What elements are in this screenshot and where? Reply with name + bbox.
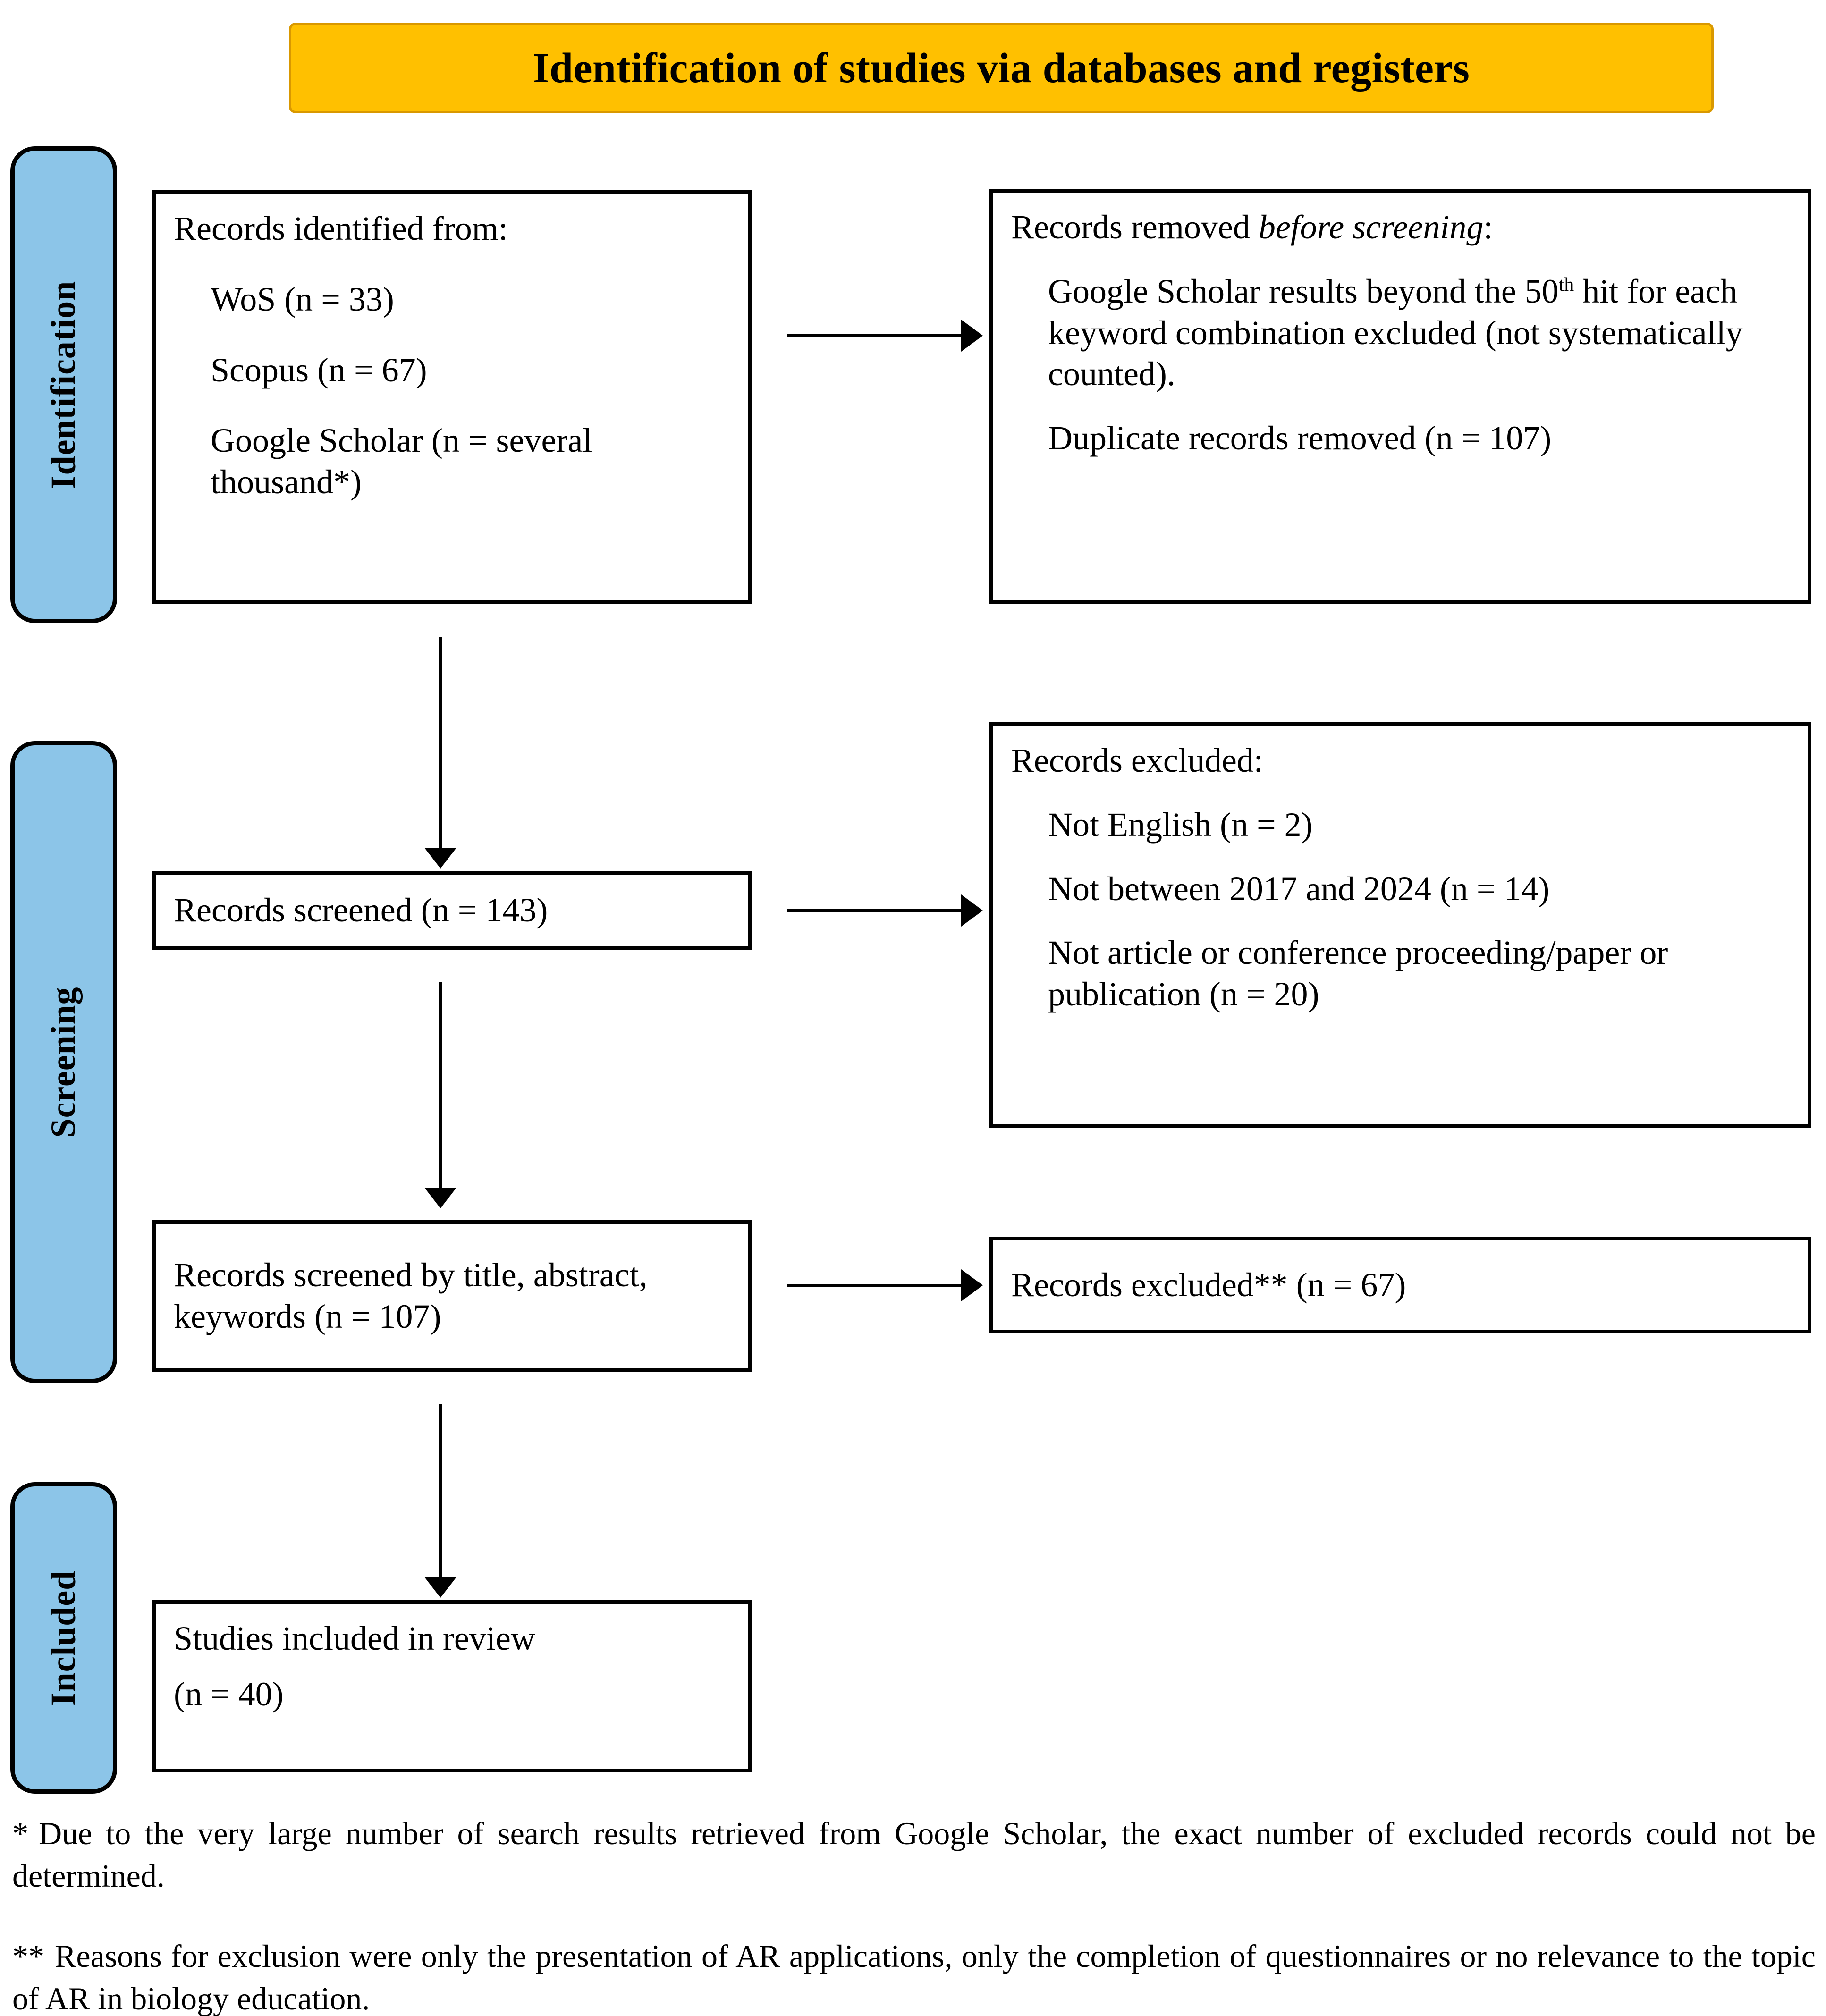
records-screened-by-title-text: Records screened by title, abstract, key…	[174, 1256, 648, 1335]
studies-included-line1: Studies included in review	[174, 1620, 535, 1657]
phase-label-identification: Identification	[44, 280, 83, 489]
records-removed-heading-tail: :	[1483, 208, 1493, 246]
records-removed-heading-italic: before screening	[1258, 208, 1484, 246]
footnote-single-asterisk-marker: *	[12, 1815, 28, 1851]
diagram-header-banner: Identification of studies via databases …	[289, 23, 1714, 113]
records-removed-heading: Records removed before screening:	[1011, 207, 1792, 248]
arrow-title-screened-to-excluded-secondary	[787, 1284, 962, 1287]
records-excluded-secondary-text: Records excluded** (n = 67)	[1011, 1265, 1406, 1304]
records-excluded-heading: Records excluded:	[1011, 742, 1263, 779]
records-excluded-reason-date-range: Not between 2017 and 2024 (n = 14)	[1048, 869, 1550, 908]
phase-label-included: Included	[44, 1570, 83, 1706]
records-removed-line1-continued: hit for each keyword combination exclude…	[1048, 272, 1743, 393]
box-records-excluded-secondary: Records excluded** (n = 67)	[989, 1237, 1811, 1333]
footnote-double-asterisk: **Reasons for exclusion were only the pr…	[12, 1935, 1816, 2016]
records-screened-text: Records screened (n = 143)	[174, 891, 548, 929]
phase-label-screening: Screening	[44, 986, 83, 1138]
records-removed-ordinal-superscript: th	[1558, 273, 1574, 295]
records-excluded-reason-not-english: Not English (n = 2)	[1048, 805, 1313, 844]
arrow-identified-to-removed	[787, 334, 962, 337]
phase-bar-screening: Screening	[10, 741, 117, 1383]
arrow-screened-to-excluded	[787, 909, 962, 912]
footnote-double-asterisk-text: Reasons for exclusion were only the pres…	[12, 1938, 1816, 2016]
records-identified-source-scopus: Scopus (n = 67)	[211, 351, 427, 389]
diagram-title: Identification of studies via databases …	[533, 44, 1470, 92]
box-studies-included: Studies included in review (n = 40)	[152, 1600, 752, 1772]
box-records-screened-by-title: Records screened by title, abstract, key…	[152, 1220, 752, 1372]
footnote-single-asterisk-text: Due to the very large number of search r…	[12, 1815, 1816, 1894]
records-removed-line1-text: Google Scholar results beyond the 50	[1048, 272, 1559, 310]
box-records-excluded-reasons: Records excluded: Not English (n = 2) No…	[989, 722, 1811, 1128]
box-records-identified: Records identified from: WoS (n = 33) Sc…	[152, 190, 752, 604]
box-records-screened: Records screened (n = 143)	[152, 871, 752, 950]
records-removed-duplicates: Duplicate records removed (n = 107)	[1048, 419, 1552, 457]
footnote-double-asterisk-marker: **	[12, 1938, 44, 1974]
footnote-single-asterisk: *Due to the very large number of search …	[12, 1813, 1816, 1898]
arrow-title-screened-to-included	[439, 1404, 442, 1579]
records-identified-heading: Records identified from:	[174, 210, 508, 247]
records-excluded-reason-publication-type: Not article or conference proceeding/pap…	[1048, 934, 1668, 1013]
box-records-removed-before-screening: Records removed before screening: Google…	[989, 189, 1811, 604]
phase-bar-included: Included	[10, 1482, 117, 1794]
arrow-identified-to-screened	[439, 637, 442, 850]
records-identified-source-wos: WoS (n = 33)	[211, 280, 394, 318]
records-removed-google-scholar-note: Google Scholar results beyond the 50th h…	[1048, 271, 1792, 395]
phase-bar-identification: Identification	[10, 146, 117, 623]
records-identified-source-google-scholar: Google Scholar (n = several thousand*)	[211, 422, 592, 501]
records-removed-heading-plain: Records removed	[1011, 208, 1259, 246]
studies-included-line2: (n = 40)	[174, 1675, 284, 1713]
arrow-screened-to-title-screened	[439, 982, 442, 1189]
